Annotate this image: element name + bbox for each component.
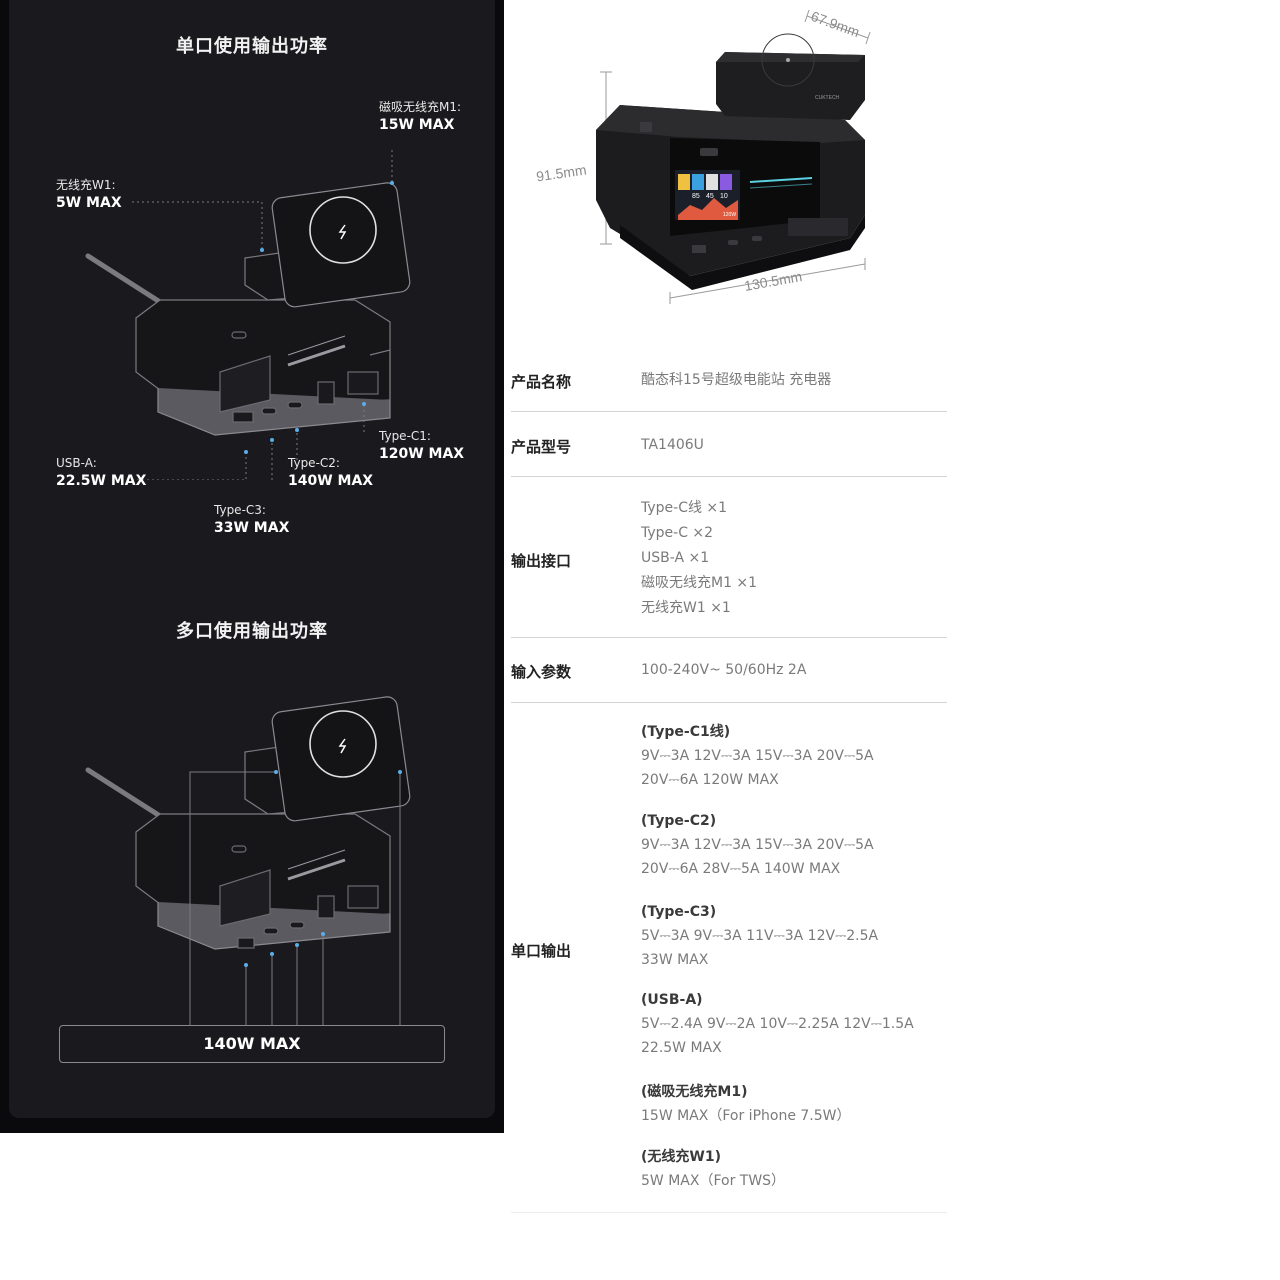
spec-single-label: 单口输出 <box>511 942 572 960</box>
single-group-usba: (USB-A) 5V⎓2.4A 9V⎓2A 10V⎓2.25A 12V⎓1.5A… <box>641 988 914 1060</box>
group-title: (Type-C1线) <box>641 724 731 740</box>
group-line: 9V⎓3A 12V⎓3A 15V⎓3A 20V⎓5A <box>641 837 874 853</box>
spec-ports-label: 输出接口 <box>511 552 572 570</box>
screen-num-1: 85 <box>692 193 700 200</box>
list-item: USB-A ×1 <box>641 550 710 566</box>
group-line: 5V⎓2.4A 9V⎓2A 10V⎓2.25A 12V⎓1.5A <box>641 1016 914 1032</box>
single-group-c2: (Type-C2) 9V⎓3A 12V⎓3A 15V⎓3A 20V⎓5A 20V… <box>641 809 874 881</box>
c1-value: 120W MAX <box>379 446 465 462</box>
device-illustration-multi <box>85 696 411 1025</box>
group-line: 20V⎓6A 120W MAX <box>641 772 779 788</box>
c1-label: Type-C1: <box>379 429 431 443</box>
spec-name-value: 酷态科15号超级电能站 充电器 <box>641 372 832 388</box>
group-title: (Type-C2) <box>641 813 717 829</box>
group-line: 22.5W MAX <box>641 1040 722 1056</box>
group-title: (Type-C3) <box>641 904 717 920</box>
single-group-m1: (磁吸无线充M1) 15W MAX（For iPhone 7.5W） <box>641 1080 851 1128</box>
group-line: 5W MAX（For TWS） <box>641 1173 786 1189</box>
device-illustration-single <box>85 150 411 480</box>
multi-port-title: 多口使用输出功率 <box>176 621 328 642</box>
spec-name-label: 产品名称 <box>511 373 572 391</box>
m1-callout: 磁吸无线充M1: 15W MAX <box>379 99 461 135</box>
group-title: (无线充W1) <box>641 1149 721 1165</box>
usba-label: USB-A: <box>56 456 97 470</box>
group-title: (磁吸无线充M1) <box>641 1084 748 1100</box>
spec-input-value: 100-240V~ 50/60Hz 2A <box>641 662 807 678</box>
group-title: (USB-A) <box>641 992 703 1008</box>
m1-label: 磁吸无线充M1: <box>379 100 462 114</box>
list-item: Type-C ×2 <box>641 525 714 541</box>
spec-input-label: 输入参数 <box>511 663 572 681</box>
spec-divider <box>511 702 947 703</box>
w1-label: 无线充W1: <box>56 178 116 192</box>
c2-label: Type-C2: <box>288 456 340 470</box>
spec-model-value: TA1406U <box>641 437 704 453</box>
c3-value: 33W MAX <box>214 520 290 536</box>
group-line: 33W MAX <box>641 952 709 968</box>
list-item: Type-C线 ×1 <box>641 500 728 516</box>
w1-value: 5W MAX <box>56 195 122 211</box>
spec-divider <box>511 476 947 477</box>
group-line: 5V⎓3A 9V⎓3A 11V⎓3A 12V⎓2.5A <box>641 928 879 944</box>
c2-value: 140W MAX <box>288 473 374 489</box>
spec-divider <box>511 1212 947 1213</box>
list-item: 磁吸无线充M1 ×1 <box>641 575 758 591</box>
single-port-title: 单口使用输出功率 <box>176 36 328 57</box>
group-line: 15W MAX（For iPhone 7.5W） <box>641 1108 851 1124</box>
usba-callout: USB-A: 22.5W MAX <box>56 455 146 491</box>
spec-model-label: 产品型号 <box>511 438 572 456</box>
c3-callout: Type-C3: 33W MAX <box>214 502 289 538</box>
c1-callout: Type-C1: 120W MAX <box>379 428 464 464</box>
screen-power: 120W <box>723 212 736 218</box>
spec-divider <box>511 411 947 412</box>
total-output-badge: 140W MAX <box>59 1025 445 1063</box>
spec-ports-list: Type-C线 ×1 Type-C ×2 USB-A ×1 磁吸无线充M1 ×1… <box>641 496 757 621</box>
screen-num-3: 10 <box>720 193 728 200</box>
single-group-c1: (Type-C1线) 9V⎓3A 12V⎓3A 15V⎓3A 20V⎓5A 20… <box>641 720 874 792</box>
c3-label: Type-C3: <box>214 503 266 517</box>
w1-callout: 无线充W1: 5W MAX <box>56 177 122 213</box>
group-line: 20V⎓6A 28V⎓5A 140W MAX <box>641 861 841 877</box>
brand-mark: CUKTECH <box>815 95 840 101</box>
screen-num-2: 45 <box>706 193 714 200</box>
single-group-c3: (Type-C3) 5V⎓3A 9V⎓3A 11V⎓3A 12V⎓2.5A 33… <box>641 900 878 972</box>
m1-value: 15W MAX <box>379 117 455 133</box>
single-group-w1: (无线充W1) 5W MAX（For TWS） <box>641 1145 785 1193</box>
spec-divider <box>511 637 947 638</box>
usba-value: 22.5W MAX <box>56 473 147 489</box>
c2-callout: Type-C2: 140W MAX <box>288 455 373 491</box>
product-photo: CUKTECH 85 45 10 120W <box>596 9 871 304</box>
list-item: 无线充W1 ×1 <box>641 600 731 616</box>
group-line: 9V⎓3A 12V⎓3A 15V⎓3A 20V⎓5A <box>641 748 874 764</box>
